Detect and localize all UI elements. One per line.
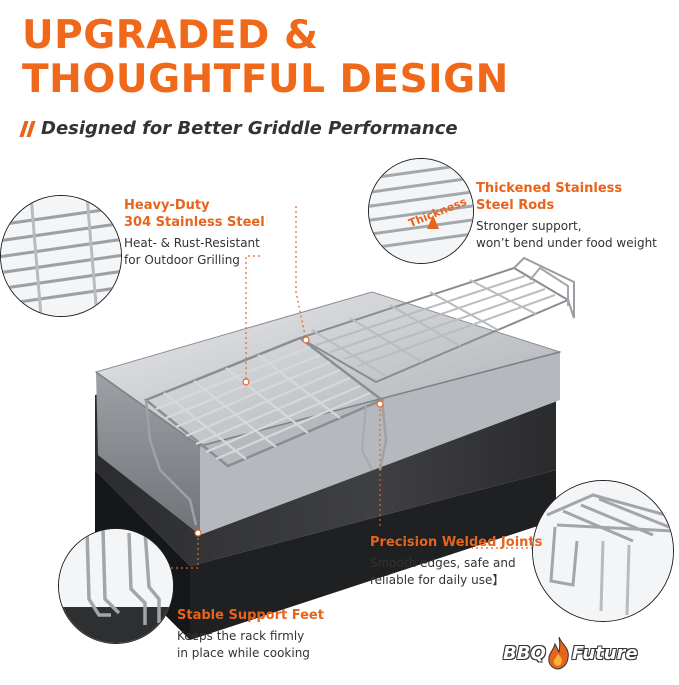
callout-title: Thickened Stainless Steel Rods <box>476 180 657 214</box>
callout-desc-line-1: Smooth edges, safe and <box>370 556 516 570</box>
inset-steel-rods <box>368 158 474 264</box>
headline: UPGRADED & THOUGHTFUL DESIGN <box>22 14 509 102</box>
callout-desc-line-2: won’t bend under food weight <box>476 236 657 250</box>
callout-title-line-2: Steel Rods <box>476 198 555 213</box>
brand-logo: BBQ Future <box>503 636 638 670</box>
callout-welded-joints: Precision Welded Joints Smooth edges, sa… <box>370 534 542 589</box>
leader-lines <box>110 206 538 569</box>
subheading-text: Designed for Better Griddle Performance <box>41 118 458 139</box>
support-feet-closeup-icon <box>59 529 173 643</box>
griddle-plate <box>94 291 562 535</box>
callout-desc-line-1: Stronger support, <box>476 219 582 233</box>
headline-line-2: THOUGHTFUL DESIGN <box>22 57 509 102</box>
callout-title: Heavy-Duty 304 Stainless Steel <box>124 197 265 231</box>
callout-title-line-1: Thickened Stainless <box>476 181 623 196</box>
steel-grate-closeup-icon <box>1 196 121 316</box>
welded-joint-closeup-icon <box>533 481 673 621</box>
subheading: Designed for Better Griddle Performance <box>19 118 458 139</box>
callout-title-line-2: 304 Stainless Steel <box>124 215 265 230</box>
logo-text-bbq: BBQ <box>503 642 546 664</box>
headline-line-1: UPGRADED & <box>22 13 319 58</box>
flame-icon <box>548 636 569 670</box>
logo-text-future: Future <box>571 642 638 664</box>
callout-desc-line-2: for Outdoor Grilling <box>124 253 240 267</box>
callout-title-line-1: Heavy-Duty <box>124 198 210 213</box>
inset-stainless-steel <box>0 195 122 317</box>
inset-welded-joints <box>532 480 674 622</box>
callout-description: Smooth edges, safe and reliable for dail… <box>370 555 542 589</box>
callout-title: Precision Welded Joints <box>370 535 543 550</box>
callout-description: Keeps the rack firmly in place while coo… <box>177 628 324 662</box>
callout-description: Stronger support, won’t bend under food … <box>476 218 657 252</box>
rack-back-half <box>297 256 575 384</box>
callout-description: Heat- & Rust-Resistant for Outdoor Grill… <box>124 235 265 269</box>
callout-support-feet: Stable Support Feet Keeps the rack firml… <box>177 607 324 662</box>
inset-support-feet <box>58 528 174 644</box>
callout-desc-line-1: Keeps the rack firmly <box>177 629 305 643</box>
callout-desc-line-2: reliable for daily use】 <box>370 573 505 587</box>
leader-dots <box>194 336 384 537</box>
callout-desc-line-1: Heat- & Rust-Resistant <box>124 236 260 250</box>
callout-desc-line-2: in place while cooking <box>177 646 310 660</box>
rack-front-half <box>143 336 388 526</box>
callout-title: Stable Support Feet <box>177 608 324 623</box>
callout-heavy-duty: Heavy-Duty 304 Stainless Steel Heat- & R… <box>124 197 265 269</box>
steel-rods-closeup-icon <box>369 159 473 263</box>
callout-steel-rods: Thickened Stainless Steel Rods Stronger … <box>476 180 657 252</box>
